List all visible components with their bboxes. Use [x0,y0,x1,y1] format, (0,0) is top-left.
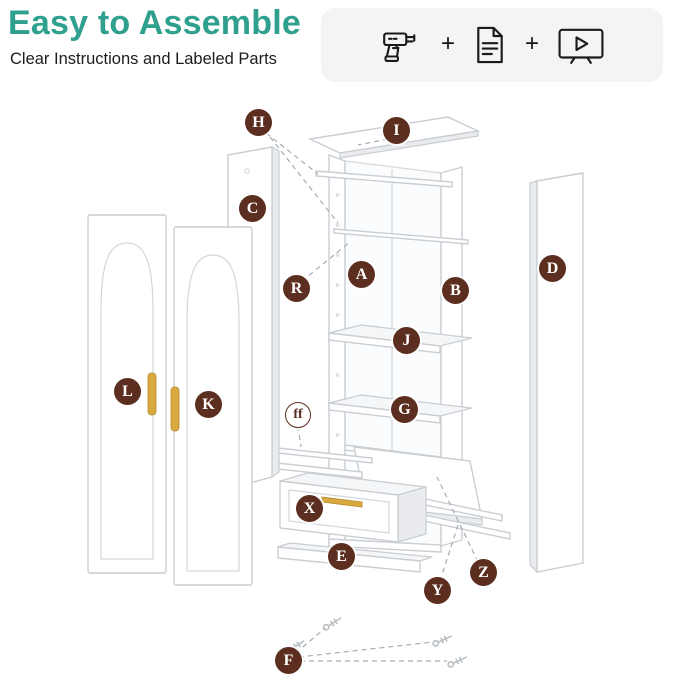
door-right-handle [170,386,180,432]
wardrobe-exploded-view [87,116,584,668]
screw-3 [432,635,452,647]
part-label-i: I [383,117,410,144]
part-label-h: H [245,109,272,136]
part-label-f: F [275,647,302,674]
part-label-x: X [296,495,323,522]
screw-1 [322,617,342,631]
part-label-d: D [539,255,566,282]
plus-separator: + [525,30,540,57]
hanging-rod-top [315,170,453,188]
part-label-k: K [195,391,222,418]
header: Easy to Assemble Clear Instructions and … [0,0,679,96]
part-label-ff: ff [285,402,311,428]
drill-icon [383,32,416,62]
part-label-b: B [442,277,469,304]
side-panel-d [529,172,584,574]
part-label-a: A [348,261,375,288]
part-label-y: Y [424,577,451,604]
door-left-handle [147,372,157,416]
part-label-j: J [393,327,420,354]
drawer-handle [321,496,363,508]
hanging-rod-middle [333,228,469,245]
exploded-diagram: H I C R A B D J G ff L K X E Y Z F [0,95,679,683]
plus-separator: + [440,30,455,57]
page-title: Easy to Assemble [8,4,301,42]
part-label-l: L [114,378,141,405]
part-label-g: G [391,396,418,423]
leader-lines [265,132,479,662]
page-subtitle: Clear Instructions and Labeled Parts [10,50,277,68]
part-label-r: R [283,275,310,302]
part-label-z: Z [470,559,497,586]
video-tutorial-icon [558,28,604,64]
instruction-manual-icon [477,26,503,64]
carcass-right-panel [440,166,463,547]
part-label-e: E [328,543,355,570]
part-label-c: C [239,195,266,222]
carcass-bottom-board [328,538,442,553]
assembly-icons-panel: + + [321,8,663,82]
screw-4 [447,656,467,668]
